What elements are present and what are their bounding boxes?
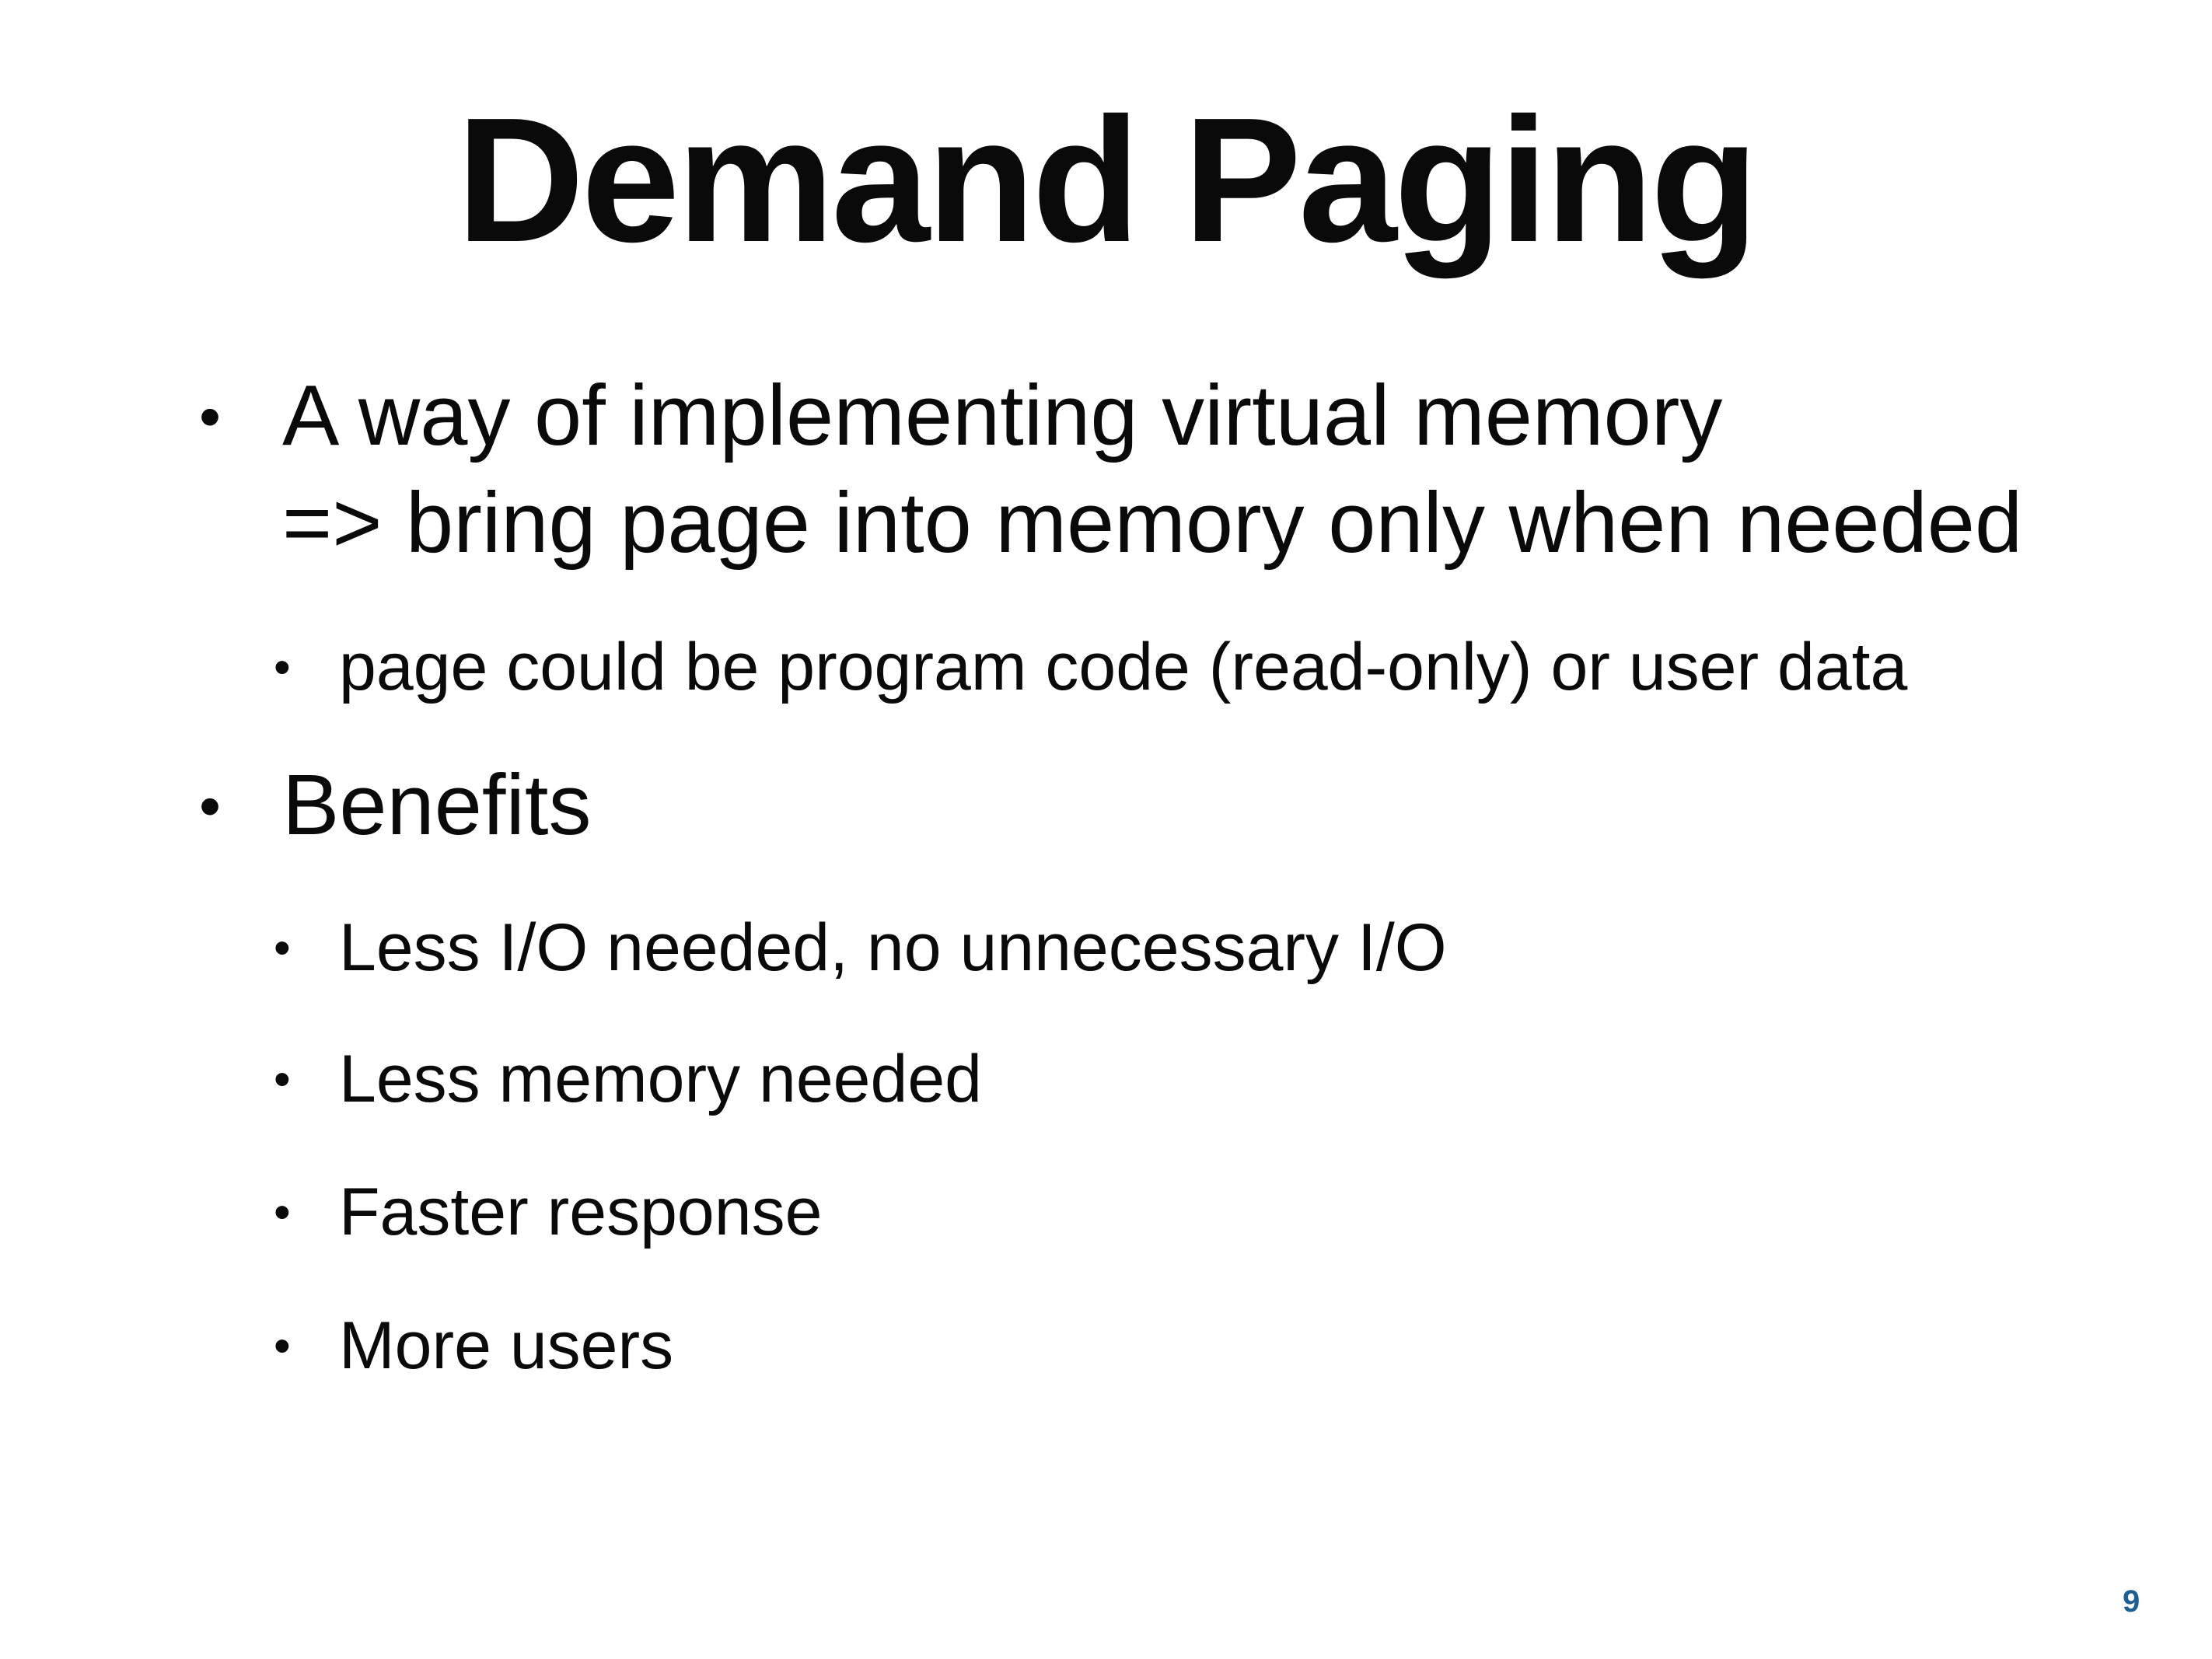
sub-bullet-icon: • [274, 641, 291, 694]
sub-bullet-icon: • [274, 921, 291, 975]
sub-bullet-text: Faster response [339, 1175, 823, 1249]
sub-bullet-icon: • [274, 1053, 291, 1106]
sub-bullet-text: More users [339, 1308, 674, 1383]
sub-bullet-icon: • [274, 1319, 291, 1373]
sub-bullet-icon: • [274, 1186, 291, 1239]
bullet-text-continuation: => bring page into memory only when need… [282, 475, 2023, 571]
bullet-text: Benefits [282, 757, 592, 853]
bullet-icon: • [199, 382, 222, 451]
sub-bullet-text: Less I/O needed, no unnecessary I/O [339, 910, 1447, 985]
slide-title: Demand Paging [456, 82, 1759, 279]
sub-bullet-text: Less memory needed [339, 1042, 982, 1116]
sub-bullet-text: page could be program code (read-only) o… [339, 630, 1908, 704]
page-number: 9 [2123, 1584, 2140, 1619]
bullet-text: A way of implementing virtual memory [282, 368, 1723, 463]
bullet-icon: • [199, 771, 222, 840]
